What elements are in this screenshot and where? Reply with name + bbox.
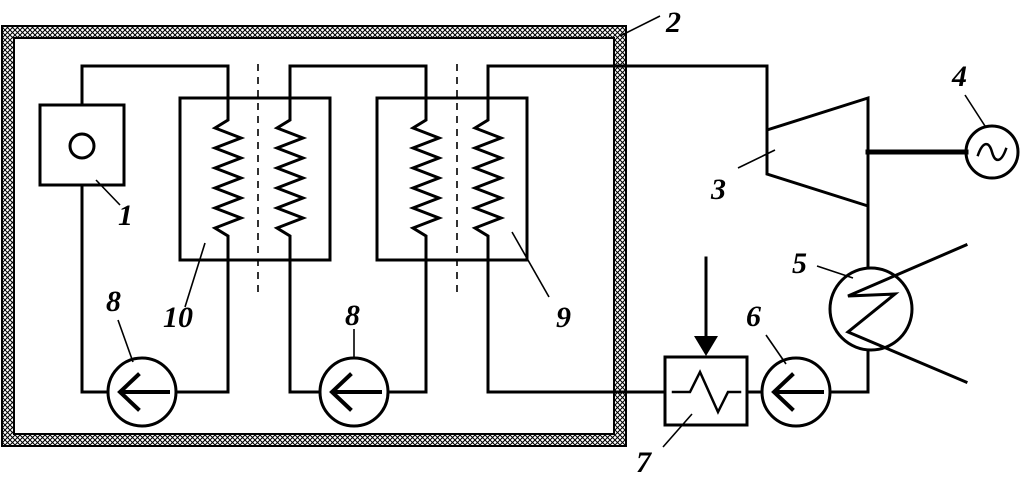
- label-circulation-pump-1: 8: [106, 285, 121, 318]
- label-containment: 2: [665, 6, 681, 39]
- label-intermediate-heat-exchanger: 10: [163, 301, 193, 334]
- steam-generator: [375, 64, 529, 394]
- circulation-pump-1: [106, 356, 178, 428]
- label-generator: 4: [951, 60, 967, 93]
- containment-wall: [1, 25, 627, 447]
- turbine: [765, 95, 870, 209]
- left-arrow-icon: [117, 372, 170, 412]
- feed-heater: [663, 256, 749, 427]
- label-turbine: 3: [710, 173, 726, 206]
- sine-wave-icon: [976, 142, 1008, 162]
- intermediate-loop-piping: [288, 64, 428, 394]
- primary-loop-piping: [80, 64, 230, 394]
- left-arrow-icon: [329, 372, 382, 412]
- reactor: [38, 103, 126, 187]
- condenser: [828, 243, 968, 384]
- secondary-loop-piping: [486, 64, 969, 394]
- feed-pump: [760, 356, 832, 428]
- label-feed-heater: 7: [636, 446, 652, 479]
- circulation-pump-2: [318, 356, 390, 428]
- left-arrow-icon: [771, 372, 824, 412]
- label-steam-generator: 9: [556, 301, 571, 334]
- leader-lines: [95, 15, 986, 448]
- label-condenser: 5: [792, 247, 807, 280]
- label-circulation-pump-2: 8: [345, 299, 360, 332]
- intermediate-heat-exchanger: [178, 64, 332, 394]
- label-feed-pump: 6: [746, 300, 761, 333]
- label-reactor: 1: [118, 199, 133, 232]
- zigzag-coil-icon: [845, 243, 968, 384]
- generator: [964, 124, 1020, 180]
